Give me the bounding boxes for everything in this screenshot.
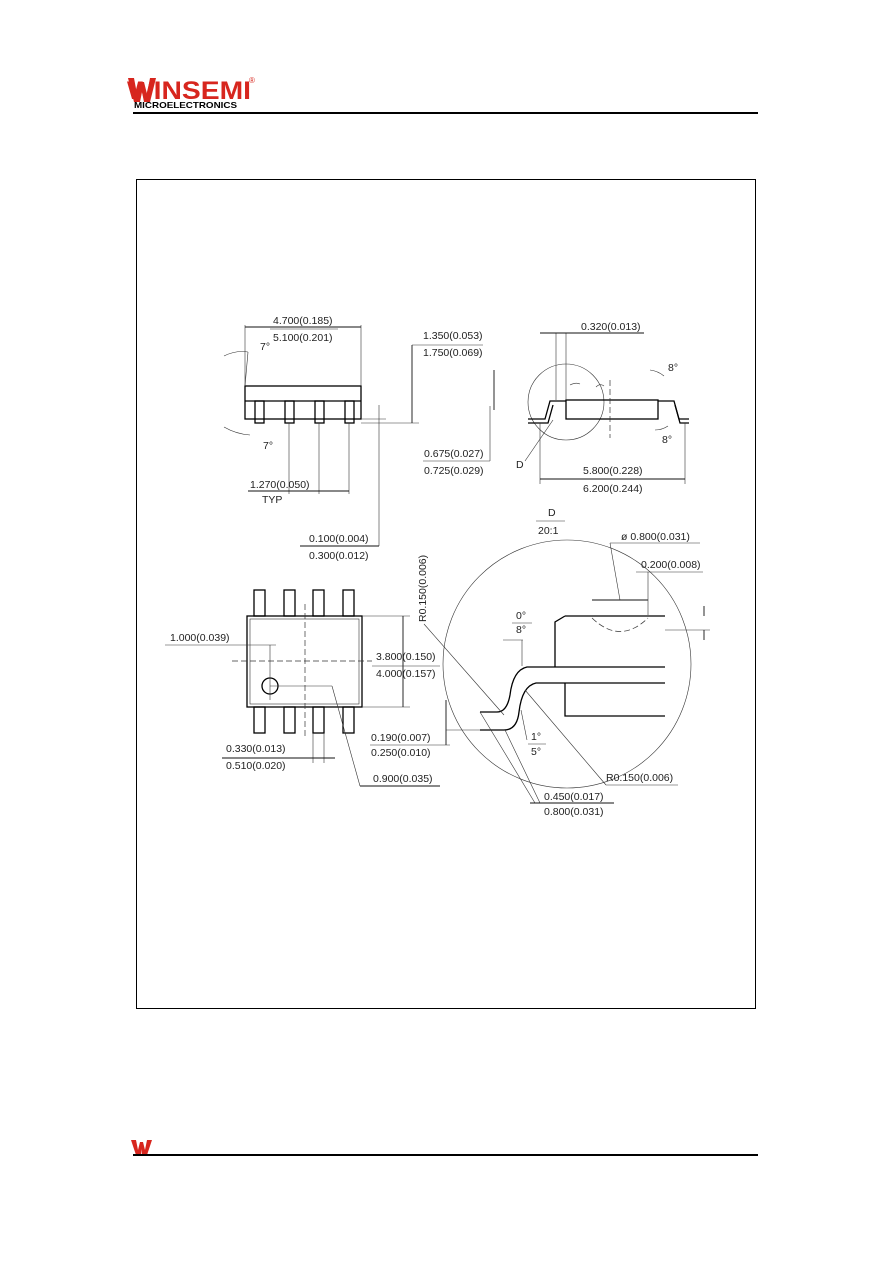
pitch-note-label: TYP	[262, 494, 282, 506]
lead-height-max-label: 0.725(0.029)	[424, 465, 484, 477]
standoff-max-label: 0.300(0.012)	[309, 550, 369, 562]
detail-scale: 20:1	[538, 525, 559, 537]
height-min-label: 1.350(0.053)	[423, 330, 483, 342]
end-angle-top-label: 8°	[668, 362, 678, 374]
pitch-label: 1.270(0.050)	[250, 479, 310, 491]
detail-circle	[442, 539, 692, 789]
angle-8-label: 8°	[516, 624, 526, 636]
side-view-body	[244, 385, 362, 420]
detail-title: D	[548, 507, 556, 519]
detail-d: D 20:1 R0.150(0.006) ø 0.800(0.031) 0.20…	[370, 507, 710, 818]
top-view-leads	[253, 589, 355, 734]
side-view-leads	[254, 400, 355, 424]
standoff-min-label: 0.100(0.004)	[309, 533, 369, 545]
side-view: 4.700(0.185) 5.100(0.201) 7° 7° 1.270(0.…	[223, 315, 419, 562]
lead-thickness-max-label: 0.250(0.010)	[371, 747, 431, 759]
winsemi-footer-logo-icon	[131, 1140, 152, 1155]
angle-0-label: 0°	[516, 610, 526, 622]
brand-subtitle: MICROELECTRONICS	[134, 100, 237, 110]
lead-thickness-min-label: 0.190(0.007)	[371, 732, 431, 744]
height-max-label: 1.750(0.069)	[423, 347, 483, 359]
foot-length-min-label: 0.450(0.017)	[544, 791, 604, 803]
foot-length-max-label: 0.800(0.031)	[544, 806, 604, 818]
top-view-body	[246, 615, 363, 708]
brand-name: WINSEMI	[127, 77, 251, 105]
pin1-offset-label: 1.000(0.039)	[170, 632, 230, 644]
diameter-label: ø 0.800(0.031)	[621, 531, 690, 543]
top-view: 1.000(0.039) 3.800(0.150) 4.000(0.157) 0…	[165, 589, 440, 787]
pin1-dot-dia-label: 0.900(0.035)	[373, 773, 433, 785]
end-lead-width-label: 0.320(0.013)	[581, 321, 641, 333]
side-body-length-label: 4.700(0.185)	[273, 315, 333, 327]
height-dimensions: 1.350(0.053) 1.750(0.069) 0.675(0.027) 0…	[411, 330, 495, 477]
side-angle-top-label: 7°	[260, 341, 270, 353]
footer-rule	[133, 1154, 758, 1156]
winsemi-logo: WINSEMI ® MICROELECTRONICS	[127, 76, 255, 110]
angle-5-label: 5°	[531, 746, 541, 758]
side-body-length-max-label: 5.100(0.201)	[273, 332, 333, 344]
winsemi-w-mark-icon	[128, 78, 156, 102]
end-angle-bottom-label: 8°	[662, 434, 672, 446]
offset-label: 0.200(0.008)	[641, 559, 701, 571]
overall-width-min-label: 5.800(0.228)	[583, 465, 643, 477]
detail-callout-label: D	[516, 459, 524, 471]
radius-bottom-label: R0.150(0.006)	[606, 772, 673, 784]
registered-mark: ®	[249, 76, 255, 85]
drawing-frame	[136, 179, 756, 1009]
side-angle-bottom-label: 7°	[263, 440, 273, 452]
body-width-max-label: 4.000(0.157)	[376, 668, 436, 680]
end-view-body	[565, 399, 659, 420]
angle-1-label: 1°	[531, 731, 541, 743]
overall-width-max-label: 6.200(0.244)	[583, 483, 643, 495]
end-view: 0.320(0.013) 8° 8° D 5.800(0.228) 6.200(…	[516, 321, 689, 495]
lead-width-min-label: 0.330(0.013)	[226, 743, 286, 755]
body-width-min-label: 3.800(0.150)	[376, 651, 436, 663]
lead-height-min-label: 0.675(0.027)	[424, 448, 484, 460]
radius-top-label: R0.150(0.006)	[417, 555, 429, 622]
lead-width-max-label: 0.510(0.020)	[226, 760, 286, 772]
header-rule	[133, 112, 758, 114]
